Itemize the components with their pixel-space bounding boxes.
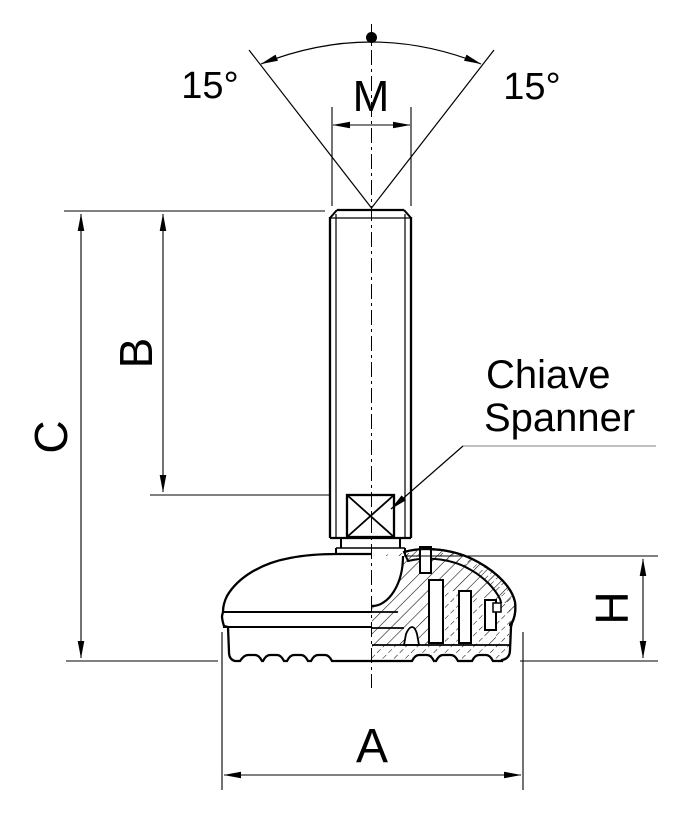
ball-cavity-fill	[372, 556, 403, 606]
rib-hatch-3b	[496, 603, 509, 645]
label-angle-right: 15°	[503, 66, 560, 108]
pad-nub	[402, 626, 421, 646]
label-thread-length: B	[110, 338, 162, 369]
stem-chamfer-left	[329, 209, 338, 219]
leader-arrow-line	[390, 445, 464, 510]
slot-3	[484, 599, 497, 631]
label-spanner-en: Spanner	[484, 396, 635, 440]
base-outline-left	[220, 552, 372, 663]
crimp-notch	[492, 602, 502, 613]
spanner-flats-symbol	[345, 493, 396, 539]
spanner-leader	[390, 445, 656, 510]
stem-chamfer-right	[403, 209, 412, 219]
label-base-diameter: A	[356, 720, 388, 773]
top-notch-slot	[419, 546, 432, 574]
rib-hatch-2b	[471, 598, 486, 645]
threaded-stem	[328, 208, 413, 554]
cone-line-right	[371, 49, 495, 209]
label-thread-diameter: M	[353, 72, 390, 121]
base-external-view	[220, 552, 372, 663]
tilt-angle-indicator	[248, 32, 495, 209]
base-cross-section	[371, 546, 517, 663]
cone-line-left	[248, 49, 372, 209]
label-overall-height: C	[25, 420, 77, 453]
label-angle-left: 15°	[181, 65, 238, 107]
pad-section-hatch	[372, 645, 510, 661]
ball-cavity-arc	[371, 555, 405, 608]
dimension-lines	[64, 107, 658, 790]
base-outline-right	[372, 547, 517, 663]
slot-1	[428, 579, 444, 644]
label-spanner-it: Chiave	[486, 353, 611, 397]
rib-hatch-1b	[444, 591, 459, 645]
slot-2	[458, 590, 472, 644]
label-base-height: H	[586, 591, 638, 624]
